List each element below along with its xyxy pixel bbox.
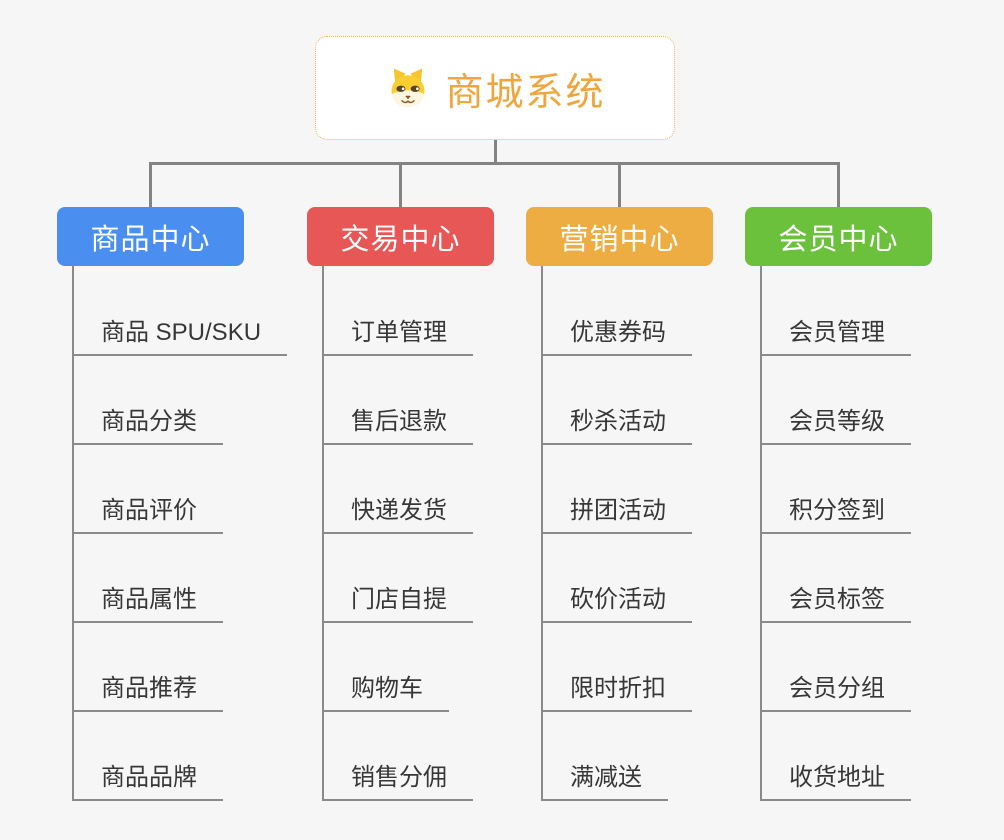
root-stub-line — [493, 140, 497, 165]
leaf-node-3-2[interactable]: 积分签到 — [760, 493, 911, 534]
leaf-node-1-3[interactable]: 门店自提 — [322, 582, 473, 623]
leaf-node-0-5[interactable]: 商品品牌 — [72, 760, 223, 801]
branch-drop-line-2 — [618, 162, 621, 207]
leaf-node-1-1[interactable]: 售后退款 — [322, 404, 473, 445]
leaf-node-2-0[interactable]: 优惠券码 — [541, 315, 692, 356]
dog-face-icon — [391, 68, 425, 107]
leaf-node-3-1[interactable]: 会员等级 — [760, 404, 911, 445]
leaf-node-1-0[interactable]: 订单管理 — [322, 315, 473, 356]
leaf-node-1-2[interactable]: 快递发货 — [322, 493, 473, 534]
leaf-node-0-3[interactable]: 商品属性 — [72, 582, 223, 623]
leaf-node-0-1[interactable]: 商品分类 — [72, 404, 223, 445]
branch-node-1[interactable]: 交易中心 — [307, 207, 494, 266]
leaf-node-3-3[interactable]: 会员标签 — [760, 582, 911, 623]
bus-line — [149, 162, 840, 165]
leaf-node-2-3[interactable]: 砍价活动 — [541, 582, 692, 623]
leaf-node-0-0[interactable]: 商品 SPU/SKU — [72, 315, 288, 356]
branch-drop-line-3 — [837, 162, 840, 207]
leaf-node-1-4[interactable]: 购物车 — [322, 671, 449, 712]
leaf-node-0-2[interactable]: 商品评价 — [72, 493, 223, 534]
leaf-node-2-4[interactable]: 限时折扣 — [541, 671, 692, 712]
branch-drop-line-1 — [399, 162, 402, 207]
leaf-node-3-0[interactable]: 会员管理 — [760, 315, 911, 356]
branch-node-0[interactable]: 商品中心 — [57, 207, 244, 266]
branch-label: 商品中心 — [90, 223, 211, 256]
branch-label: 营销中心 — [559, 223, 680, 256]
branch-node-2[interactable]: 营销中心 — [526, 207, 713, 266]
branch-label: 会员中心 — [778, 223, 899, 256]
leaf-node-2-1[interactable]: 秒杀活动 — [541, 404, 692, 445]
root-title: 商城系统 — [445, 71, 606, 114]
leaf-node-3-5[interactable]: 收货地址 — [760, 760, 911, 801]
leaf-node-1-5[interactable]: 销售分佣 — [322, 760, 473, 801]
leaf-node-0-4[interactable]: 商品推荐 — [72, 671, 223, 712]
leaf-node-2-2[interactable]: 拼团活动 — [541, 493, 692, 534]
leaf-node-2-5[interactable]: 满减送 — [541, 760, 668, 801]
root-node-mall-system[interactable]: 商城系统 — [315, 36, 675, 140]
branch-label: 交易中心 — [340, 223, 461, 256]
leaf-node-3-4[interactable]: 会员分组 — [760, 671, 911, 712]
branch-drop-line-0 — [149, 162, 152, 207]
branch-node-3[interactable]: 会员中心 — [745, 207, 932, 266]
